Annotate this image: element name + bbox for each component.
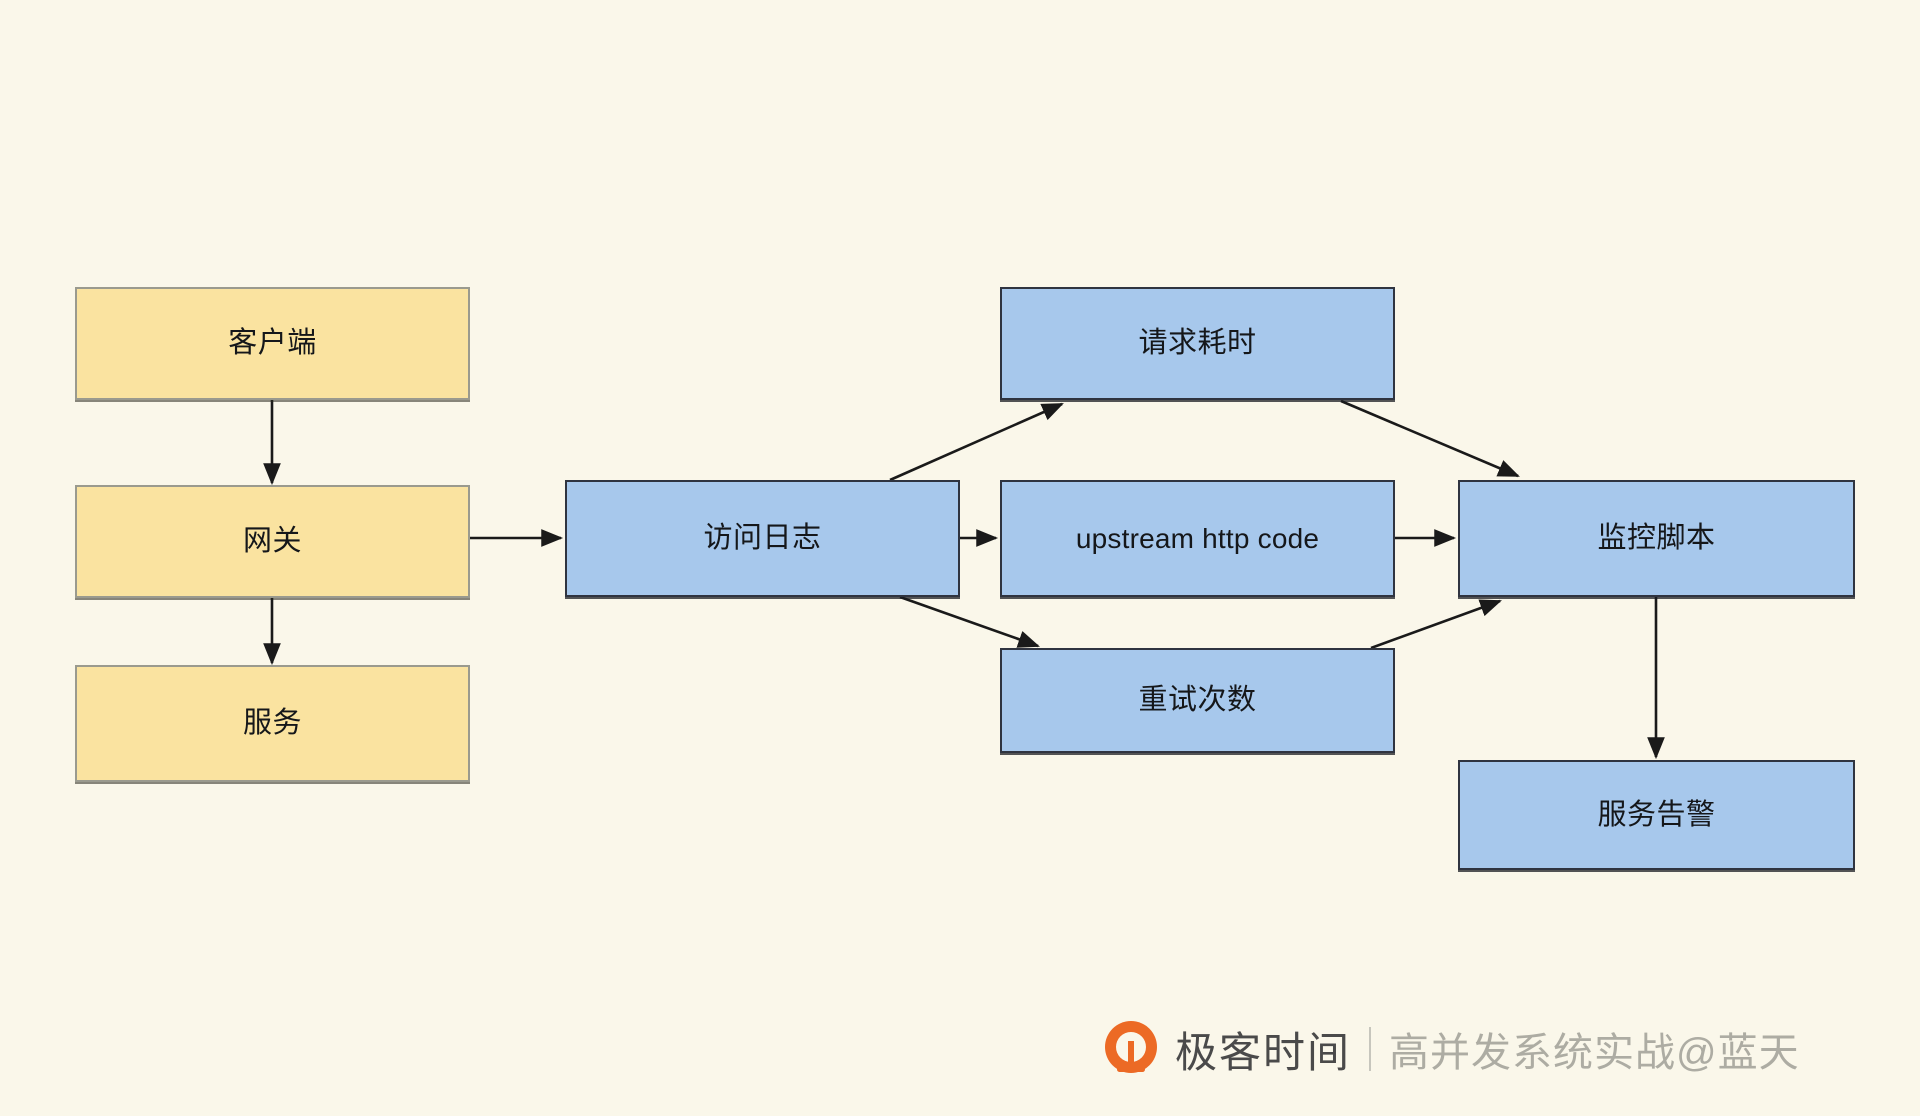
node-service-alert[interactable]: 服务告警 [1458, 760, 1855, 870]
edge-access-log-to-retry-count [899, 595, 1040, 648]
node-gateway-label: 网关 [242, 525, 302, 558]
logo-foot [1117, 1067, 1145, 1072]
edge-retry-count-to-monitor [1370, 599, 1502, 650]
node-request-time[interactable]: 请求耗时 [1000, 287, 1395, 400]
node-upstream-http-code-label: upstream http code [1075, 522, 1320, 554]
edge-request-time-to-monitor [1340, 399, 1520, 478]
node-client[interactable]: 客户端 [75, 287, 470, 400]
node-access-log-label: 访问日志 [703, 522, 822, 555]
node-client-label: 客户端 [228, 327, 317, 360]
logo-stem [1128, 1041, 1134, 1071]
node-access-log[interactable]: 访问日志 [565, 480, 960, 597]
node-gateway[interactable]: 网关 [75, 485, 470, 598]
node-request-time-label: 请求耗时 [1138, 327, 1257, 360]
node-monitor-script[interactable]: 监控脚本 [1458, 480, 1855, 597]
node-service-alert-label: 服务告警 [1597, 798, 1716, 831]
watermark-separator [1369, 1027, 1372, 1071]
node-upstream-http-code[interactable]: upstream http code [1000, 480, 1395, 597]
watermark-brand: 极客时间 [1175, 1028, 1352, 1076]
node-retry-count-label: 重试次数 [1138, 684, 1257, 717]
geekbang-logo-icon [1105, 1021, 1157, 1077]
node-service[interactable]: 服务 [75, 665, 470, 782]
node-retry-count[interactable]: 重试次数 [1000, 648, 1395, 753]
node-service-label: 服务 [242, 707, 302, 740]
node-monitor-script-label: 监控脚本 [1597, 522, 1716, 555]
watermark-course: 高并发系统实战@蓝天 [1389, 1031, 1800, 1075]
edge-access-log-to-request-time [889, 402, 1064, 482]
watermark: 极客时间 高并发系统实战@蓝天 [1105, 1018, 1800, 1080]
